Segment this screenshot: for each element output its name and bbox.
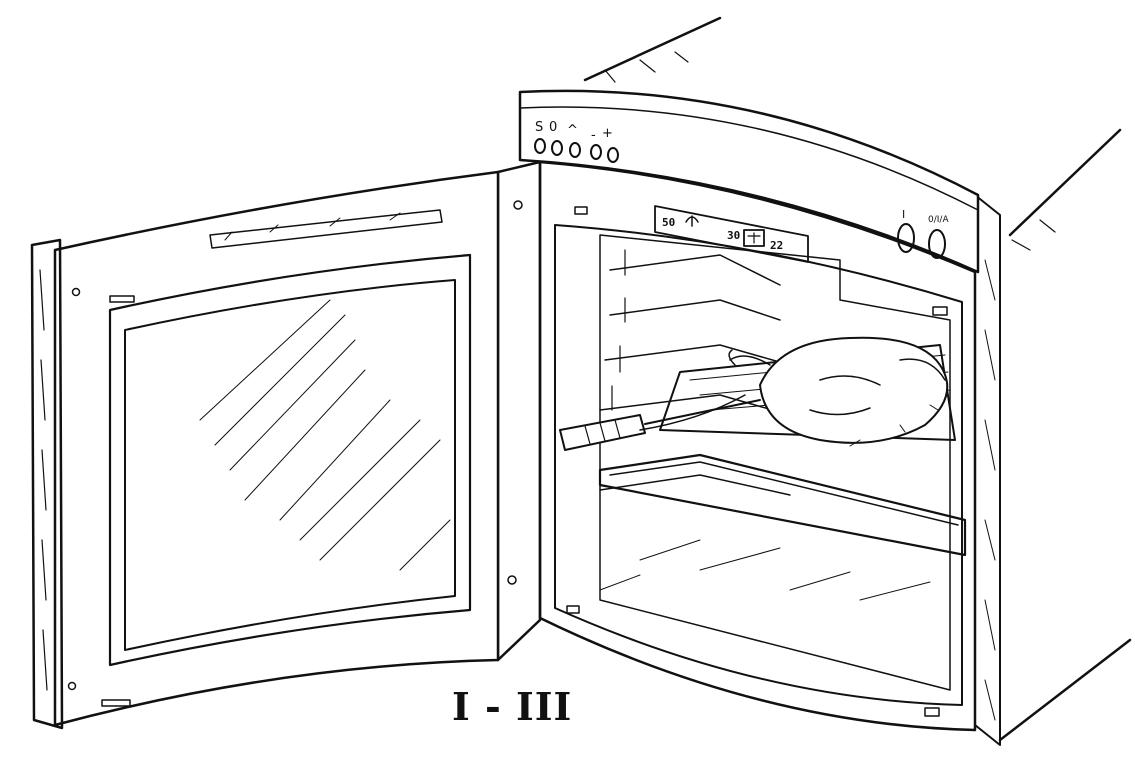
- knob-label: 0/I/A: [928, 215, 949, 225]
- display-readout: 30: [727, 229, 740, 242]
- door-screw: [71, 287, 81, 297]
- door-latch: [924, 707, 940, 717]
- control-button: [551, 140, 563, 156]
- door-latch: [932, 306, 948, 316]
- door-pad: [109, 295, 135, 303]
- oven-door: [30, 160, 542, 730]
- display-readout: 50: [662, 216, 675, 229]
- control-knob: [928, 229, 946, 259]
- fan-icon: [685, 215, 699, 227]
- door-pad: [101, 699, 131, 707]
- control-labels-left: S 0 ^ - +: [535, 120, 613, 143]
- door-window-frame: [108, 253, 472, 667]
- control-button: [569, 142, 581, 158]
- door-hinge-strip: [496, 160, 542, 662]
- control-button: [590, 144, 602, 160]
- door-handle: [30, 238, 64, 730]
- control-knob: [897, 223, 915, 253]
- display-readout: 22: [770, 239, 783, 252]
- baking-tray: [598, 453, 967, 557]
- control-buttons-left: [534, 138, 619, 163]
- control-label: -: [591, 128, 596, 143]
- door-screw: [513, 200, 523, 210]
- control-button: [607, 147, 619, 163]
- control-label: S: [535, 120, 543, 135]
- meat-probe: [559, 394, 761, 451]
- oven-cavity: [538, 160, 977, 732]
- control-label: +: [602, 126, 613, 141]
- figure-caption: I - III: [452, 684, 573, 729]
- door-screw: [507, 575, 517, 585]
- door-window-glass: [124, 279, 456, 651]
- door-latch: [566, 605, 580, 614]
- control-button: [534, 138, 546, 154]
- control-knobs-right: I 0/I/A: [897, 208, 949, 259]
- knob-label: I: [902, 208, 905, 221]
- control-label: 0: [549, 120, 557, 135]
- oven-symbol-icon: [743, 229, 765, 247]
- control-label: ^: [567, 123, 578, 138]
- door-latch: [574, 206, 588, 215]
- roast-chicken: [728, 336, 949, 447]
- control-panel: S 0 ^ - + 50 30 22 I 0/I/A: [518, 89, 980, 274]
- door-screw: [67, 681, 77, 691]
